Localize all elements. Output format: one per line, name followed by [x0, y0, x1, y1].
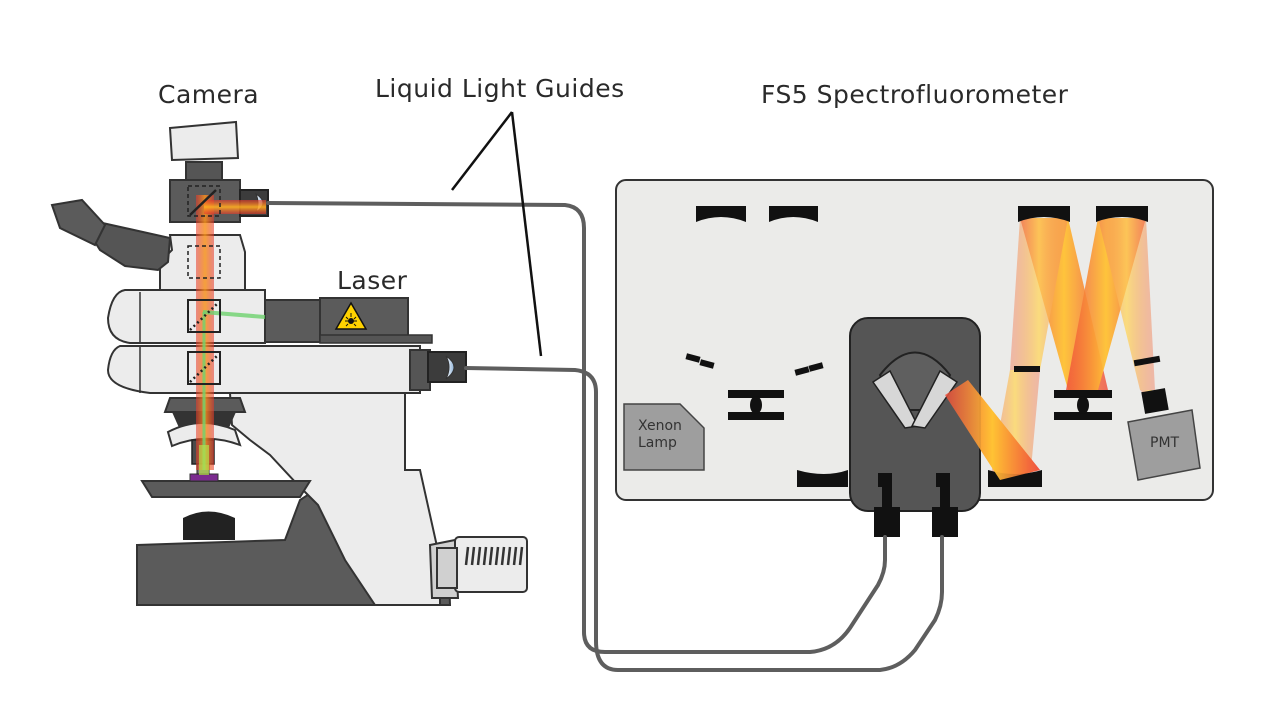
light-guide-upper [266, 201, 887, 654]
liquid-light-guides [266, 201, 944, 672]
sample-slide [189, 473, 219, 482]
mirror-icon [696, 206, 1148, 487]
pmt-label: PMT [1150, 435, 1180, 451]
upper-filter-body [106, 289, 266, 344]
laser-label: Laser [337, 266, 408, 295]
condenser [183, 511, 235, 540]
lens-icon [445, 355, 455, 380]
lower-filter-body [106, 345, 421, 394]
light-guide-pointer-lines [451, 111, 543, 357]
microscope [50, 120, 528, 606]
spectrofluorometer [615, 179, 1214, 537]
fs5-label: FS5 Spectrofluorometer [761, 80, 1069, 109]
lamp-housing [436, 536, 528, 593]
sample-compartment [849, 317, 1040, 537]
xenon-lamp-label-line2: Lamp [638, 435, 677, 451]
slit-icon [685, 353, 1161, 376]
pmt-detector [1127, 388, 1201, 481]
light-guides-label: Liquid Light Guides [375, 74, 625, 103]
xenon-lamp-label: Xenon Lamp [638, 418, 682, 452]
xenon-lamp [623, 403, 705, 471]
laser-platform [264, 299, 321, 343]
laser-warning-icon [334, 301, 368, 330]
eyepiece [50, 198, 172, 272]
grating-icon [728, 390, 1112, 420]
microscope-stage [140, 480, 312, 498]
microscope-arm [228, 392, 441, 606]
xenon-lamp-label-line1: Xenon [638, 418, 682, 434]
camera-label: Camera [158, 80, 260, 109]
light-guide-lower [464, 366, 944, 672]
laser-unit [319, 297, 409, 337]
beam-splitter-icon [187, 185, 221, 385]
